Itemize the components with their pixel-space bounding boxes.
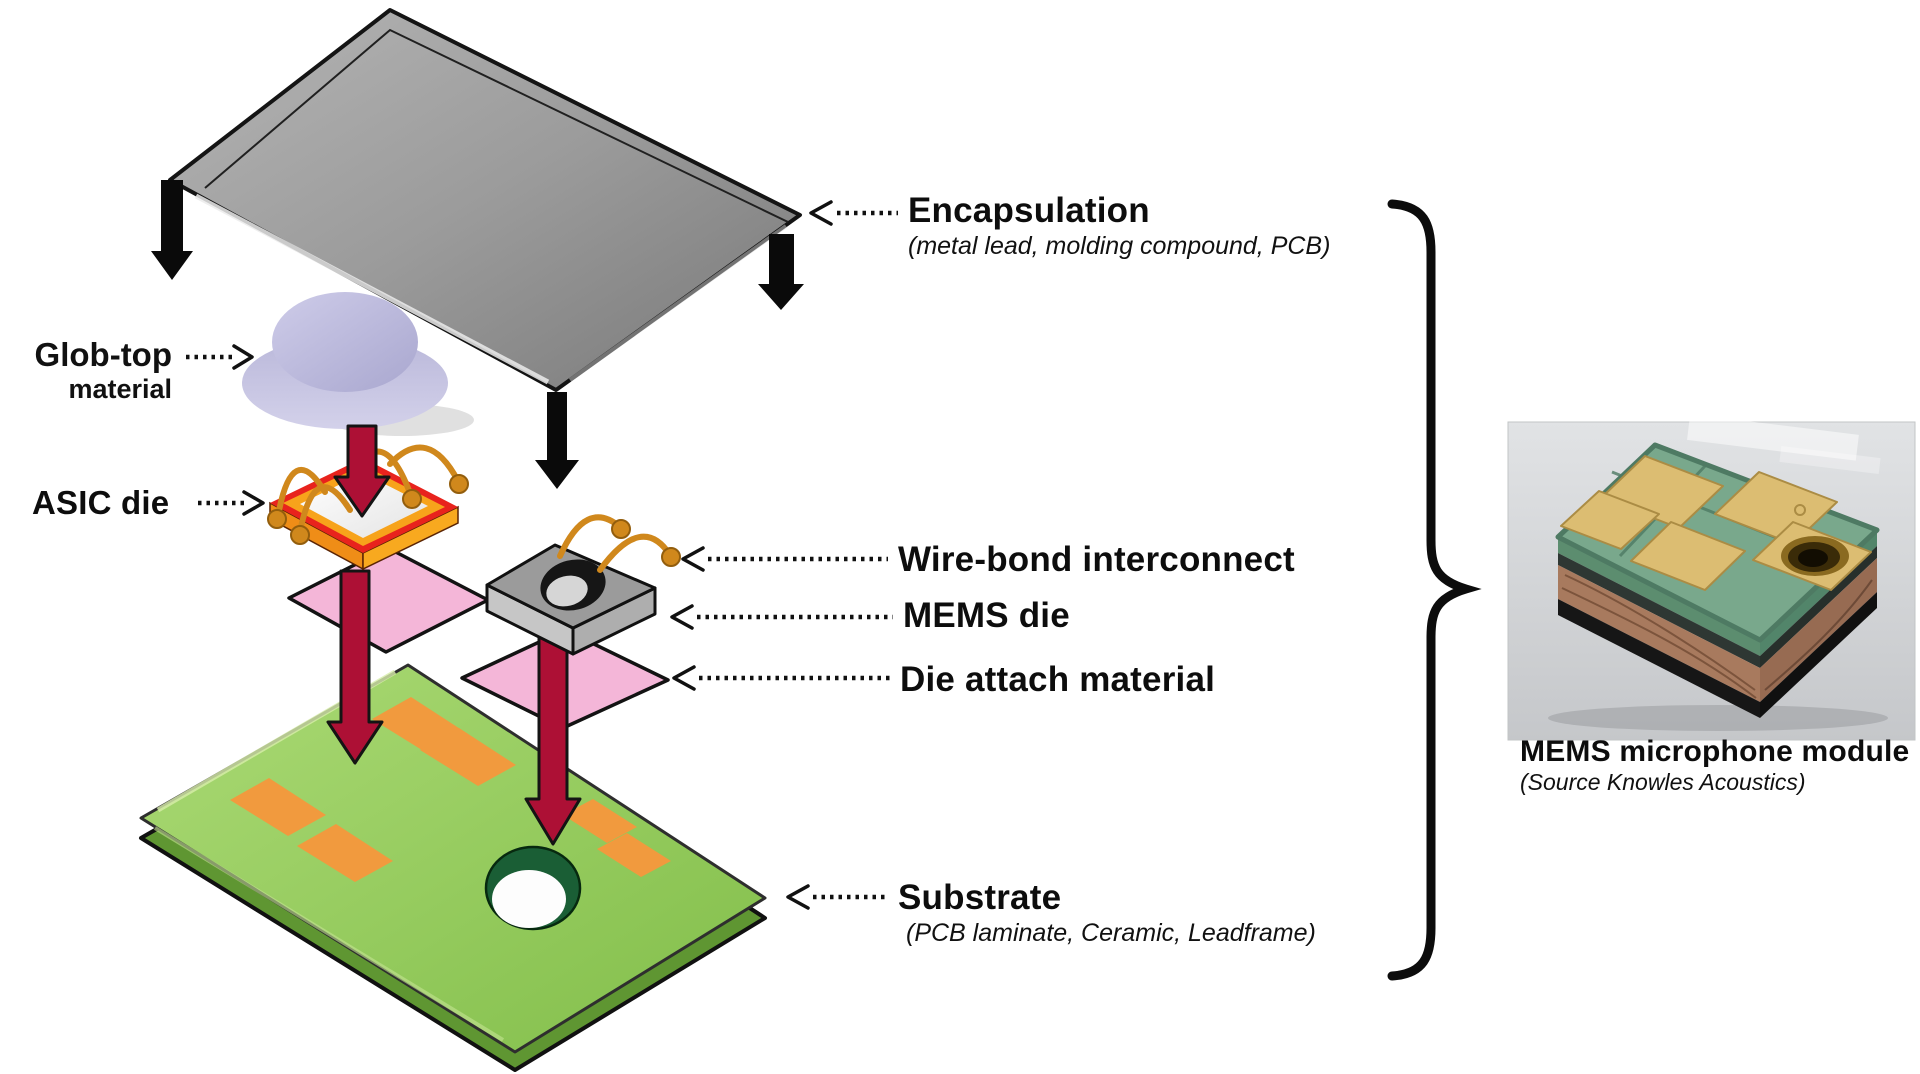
press-arrow-right-icon: [758, 234, 804, 310]
glob-top-subtitle: material: [68, 373, 172, 404]
wire-bond-label: Wire-bond interconnect: [898, 540, 1295, 579]
press-arrow-left-icon: [151, 180, 193, 280]
substrate-label: Substrate (PCB laminate, Ceramic, Leadfr…: [898, 878, 1316, 947]
die-attach-pad-asic: [287, 546, 490, 654]
mems-module-photo: [1507, 414, 1916, 741]
pointer-asic-die-icon: [198, 490, 265, 516]
pointer-substrate-icon: [786, 884, 888, 910]
assembly-arrow-mems-to-substrate: [524, 625, 582, 846]
substrate-pads: [230, 697, 671, 882]
mems-die-label: MEMS die: [903, 596, 1070, 635]
glob-top-title: Glob-top: [34, 336, 172, 373]
grouping-brace: [1387, 199, 1482, 981]
pointer-glob-top-icon: [186, 344, 254, 370]
glob-top-label: Glob-top material: [0, 336, 172, 405]
assembly-arrow-glob-to-asic: [333, 424, 391, 518]
asic-die-label: ASIC die: [32, 484, 170, 521]
assembly-arrow-asic-to-substrate: [326, 569, 384, 765]
encapsulation-lid: [168, 8, 802, 392]
pointer-wire-bond-icon: [681, 546, 888, 572]
mems-die: [485, 543, 657, 656]
pointer-die-attach-icon: [672, 665, 890, 691]
encapsulation-label: Encapsulation (metal lead, molding compo…: [908, 191, 1331, 260]
press-arrow-center-icon: [535, 392, 579, 489]
glob-top-dome: [242, 292, 474, 436]
substrate-board: [139, 663, 767, 1072]
mems-wire-bonds: [557, 514, 681, 573]
photo-caption: MEMS microphone module (Source Knowles A…: [1520, 735, 1910, 795]
pointer-encapsulation-icon: [809, 200, 898, 226]
acoustic-port-hole: [484, 845, 582, 931]
die-attach-label: Die attach material: [900, 660, 1216, 699]
pointer-mems-die-icon: [670, 604, 893, 630]
